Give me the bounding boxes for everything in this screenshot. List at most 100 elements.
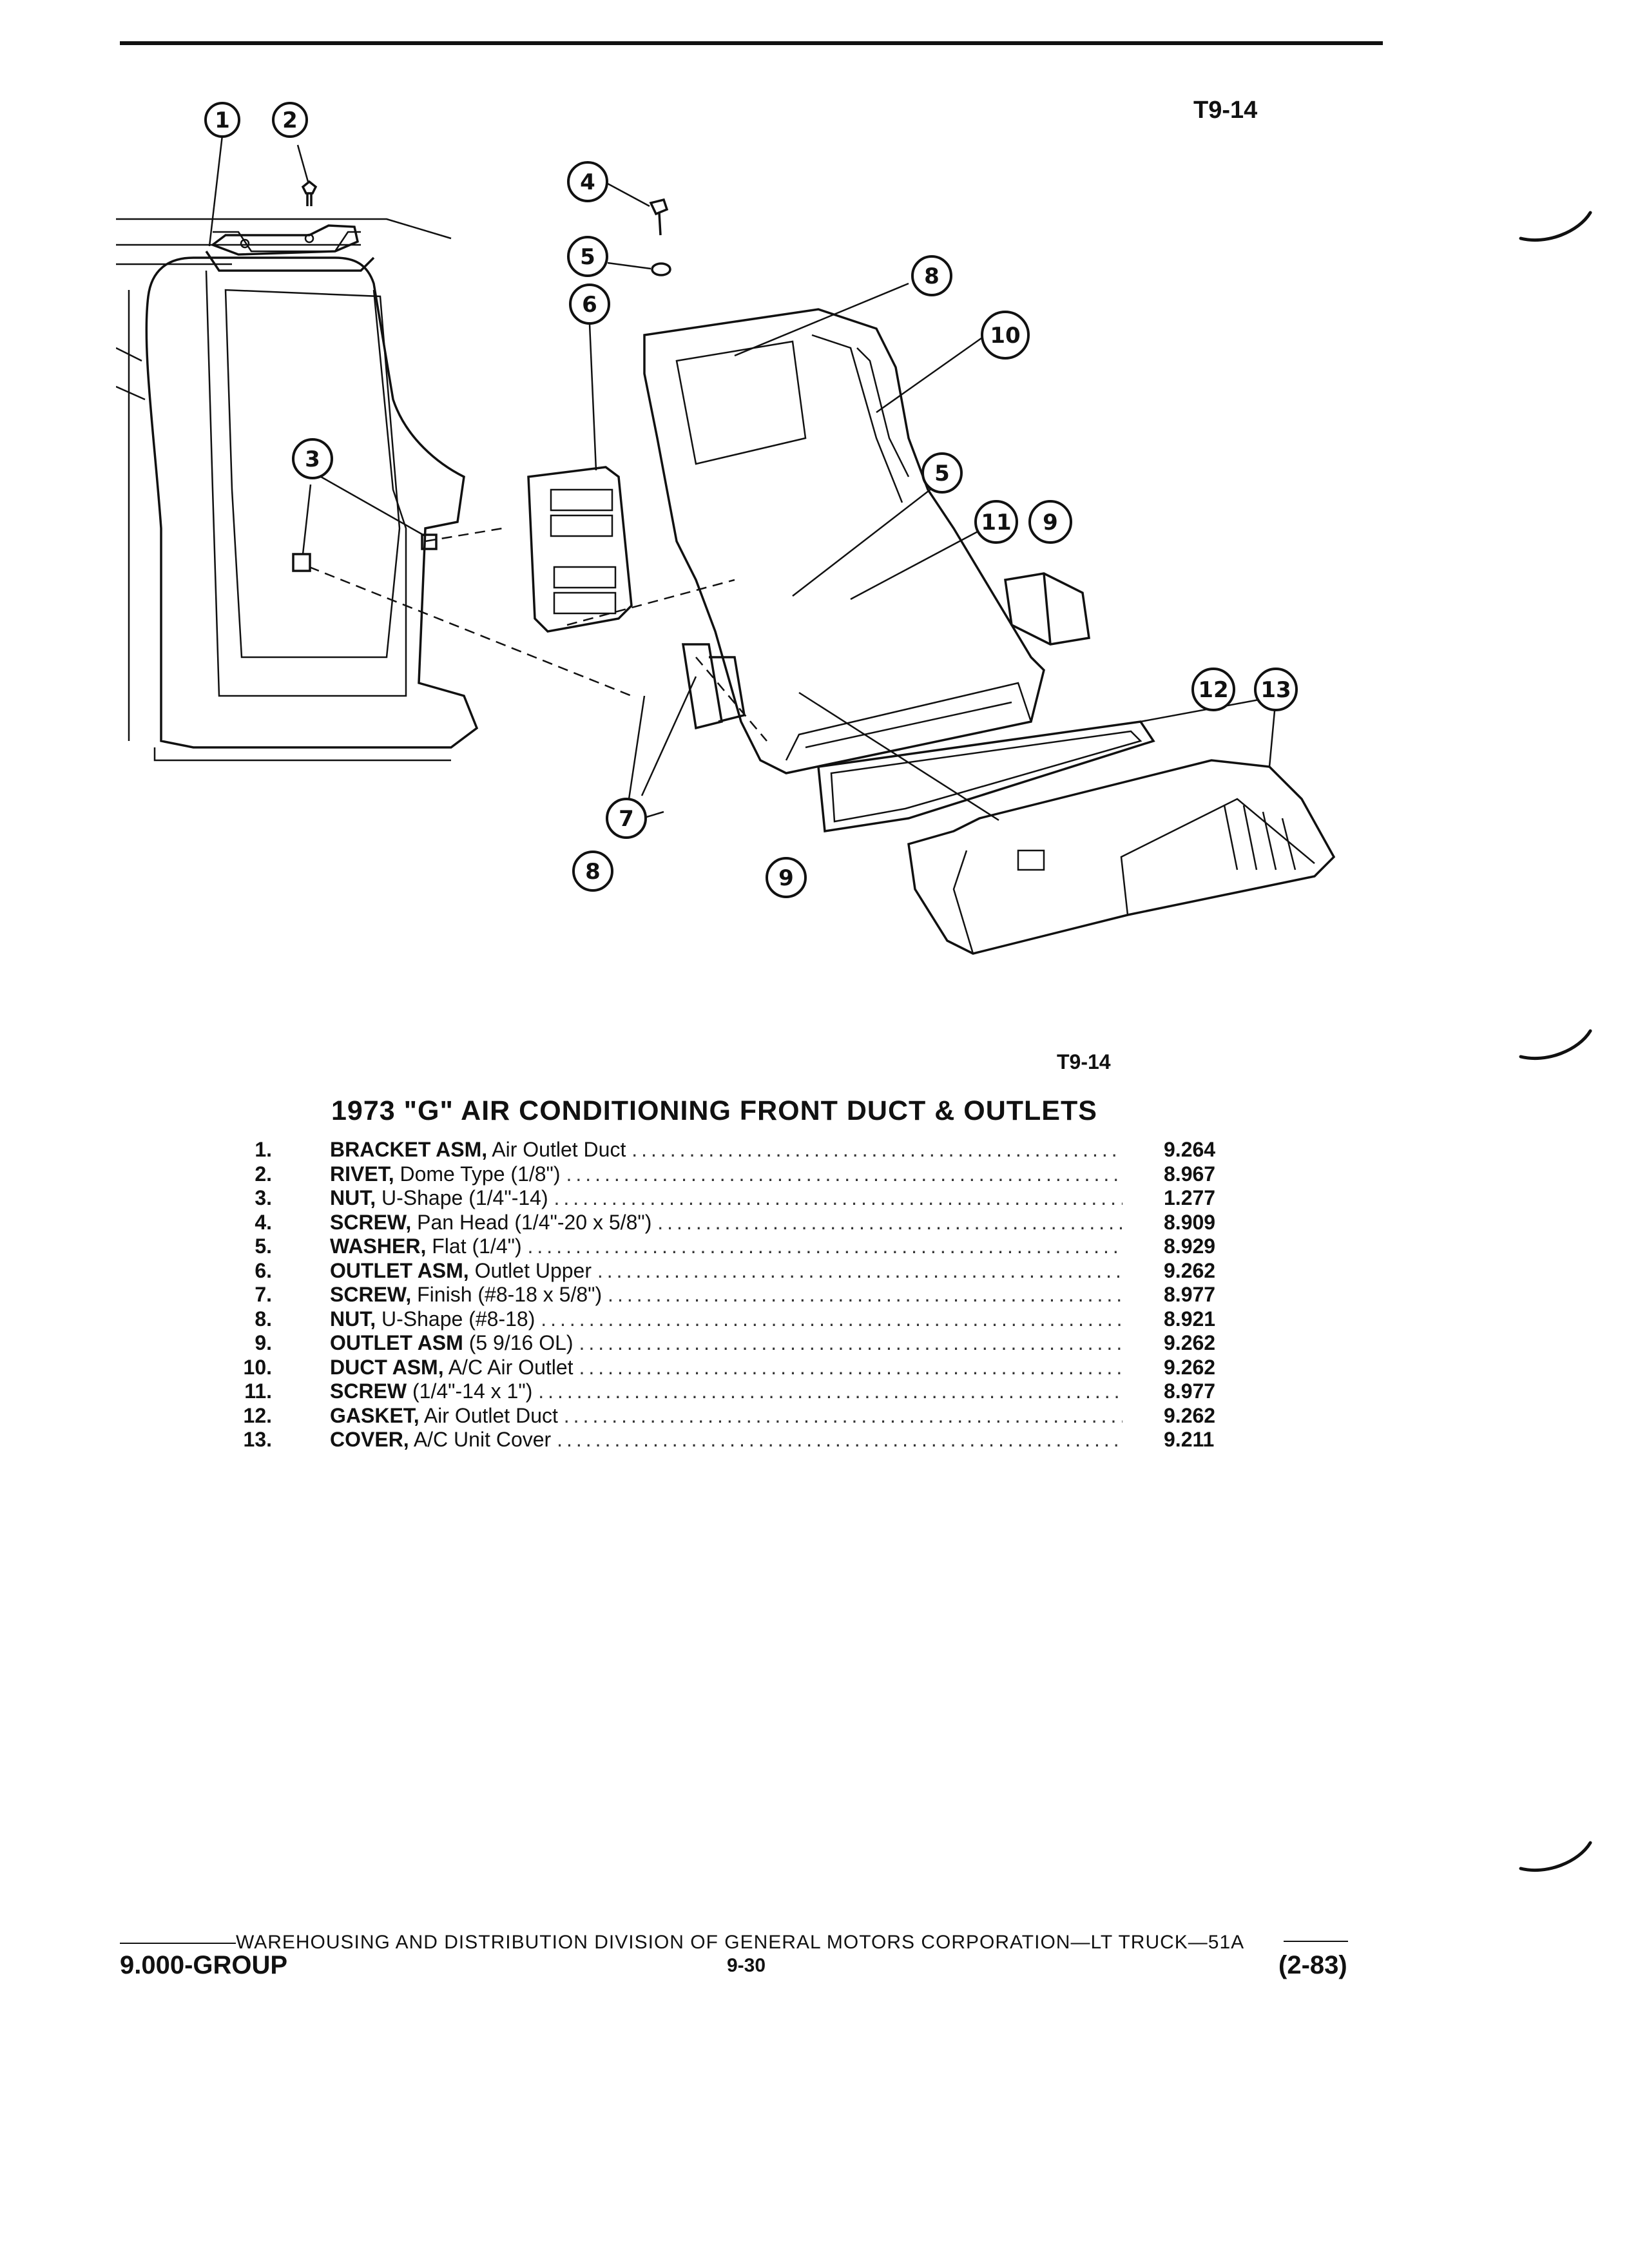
svg-text:3: 3: [305, 447, 320, 472]
svg-text:8: 8: [924, 264, 940, 289]
engine-housing-drawing: [116, 218, 479, 762]
svg-text:9: 9: [778, 865, 794, 891]
part-name: NUT,: [330, 1307, 376, 1331]
callout-6: 6: [569, 284, 610, 325]
callout-13: 13: [1254, 668, 1298, 711]
callout-2: 2: [272, 102, 308, 138]
part-number: 6.: [255, 1258, 272, 1282]
part-group-code: 9.264: [1164, 1138, 1216, 1161]
part-description: COVER, A/C Unit Cover ..................…: [330, 1428, 1123, 1452]
part-group-code: 8.977: [1164, 1379, 1216, 1403]
part-name: BRACKET ASM,: [330, 1138, 488, 1161]
dot-leader: ........................................…: [566, 1162, 1123, 1186]
part-number: 5.: [255, 1235, 272, 1258]
part-name: DUCT ASM,: [330, 1355, 444, 1379]
dot-leader: ........................................…: [557, 1428, 1123, 1451]
part-group-code: 9.262: [1164, 1355, 1216, 1379]
parts-list-title: 1973 "G" AIR CONDITIONING FRONT DUCT & O…: [331, 1095, 1097, 1126]
part-description: NUT, U-Shape (1/4"-14) .................…: [330, 1186, 1123, 1211]
callout-12: 12: [1191, 668, 1235, 711]
part-row: 5.WASHER, Flat (1/4") ..................…: [219, 1235, 1250, 1259]
svg-text:2: 2: [282, 108, 298, 133]
part-name: RIVET,: [330, 1162, 394, 1186]
dot-leader: ........................................…: [657, 1210, 1123, 1234]
margin-marks: [1519, 211, 1592, 1872]
dot-leader: ........................................…: [541, 1307, 1123, 1331]
part-description: RIVET, Dome Type (1/8") ................…: [330, 1162, 1123, 1187]
dot-leader: ........................................…: [597, 1258, 1123, 1282]
outlet-upper-drawing: [527, 466, 633, 633]
callout-1: 1: [204, 102, 240, 138]
part-number: 11.: [244, 1379, 272, 1403]
part-name: OUTLET ASM: [330, 1331, 463, 1354]
dot-leader: ........................................…: [538, 1379, 1123, 1403]
part-group-code: 8.977: [1164, 1283, 1216, 1306]
footer-revision: (2-83): [1278, 1951, 1347, 1979]
leader-lines: [208, 135, 1277, 828]
callout-8a: 8: [911, 255, 952, 296]
part-group-code: 8.921: [1164, 1307, 1216, 1331]
part-detail: Air Outlet Duct: [492, 1138, 626, 1161]
callout-9a: 9: [1028, 500, 1072, 544]
footer-rule: [120, 1943, 236, 1945]
part-group-code: 1.277: [1164, 1186, 1216, 1209]
part-detail: Outlet Upper: [474, 1258, 592, 1282]
figure-id-bottom: T9-14: [1057, 1050, 1111, 1073]
part-detail: Flat (1/4"): [432, 1235, 522, 1258]
part-name: SCREW,: [330, 1283, 412, 1306]
svg-text:10: 10: [990, 323, 1020, 349]
part-row: 1.BRACKET ASM, Air Outlet Duct .........…: [219, 1138, 1250, 1162]
svg-text:8: 8: [585, 859, 601, 885]
part-row: 12.GASKET, Air Outlet Duct .............…: [219, 1404, 1250, 1428]
part-description: OUTLET ASM (5 9/16 OL) .................…: [330, 1331, 1123, 1356]
rivet-drawing: [301, 180, 318, 206]
part-row: 4.SCREW, Pan Head (1/4"-20 x 5/8") .....…: [219, 1211, 1250, 1235]
callout-4: 4: [567, 161, 608, 202]
part-name: WASHER,: [330, 1235, 427, 1258]
svg-text:1: 1: [215, 108, 230, 133]
dot-leader: ........................................…: [554, 1186, 1123, 1209]
footer-page-number: 9-30: [727, 1955, 766, 1976]
callout-11: 11: [974, 500, 1018, 544]
part-name: NUT,: [330, 1186, 376, 1209]
callout-8b: 8: [572, 850, 613, 892]
footer-rule-right: [1284, 1941, 1348, 1942]
part-row: 9.OUTLET ASM (5 9/16 OL) ...............…: [219, 1331, 1250, 1356]
part-description: SCREW (1/4"-14 x 1") ...................…: [330, 1379, 1123, 1404]
part-description: SCREW, Finish (#8-18 x 5/8") ...........…: [330, 1283, 1123, 1307]
svg-text:5: 5: [580, 244, 595, 270]
footer-group: 9.000-GROUP: [120, 1951, 288, 1979]
footer-division: WAREHOUSING AND DISTRIBUTION DIVISION OF…: [120, 1932, 1244, 1954]
part-detail: Dome Type (1/8"): [400, 1162, 561, 1186]
part-group-code: 8.909: [1164, 1210, 1216, 1234]
cover-drawing: [907, 759, 1336, 955]
part-number: 8.: [255, 1307, 272, 1331]
part-description: NUT, U-Shape (#8-18) ...................…: [330, 1307, 1123, 1332]
part-number: 7.: [255, 1283, 272, 1306]
svg-text:6: 6: [582, 292, 597, 318]
part-name: SCREW: [330, 1379, 407, 1403]
callout-10: 10: [981, 311, 1030, 360]
footer-division-text: WAREHOUSING AND DISTRIBUTION DIVISION OF…: [236, 1932, 1245, 1953]
bracket-drawing: [210, 224, 360, 256]
screw-washer-drawing: [649, 198, 671, 276]
part-group-code: 9.262: [1164, 1258, 1216, 1282]
part-group-code: 9.262: [1164, 1331, 1216, 1354]
part-detail: Air Outlet Duct: [423, 1403, 558, 1427]
part-row: 11. SCREW (1/4"-14 x 1") ................…: [219, 1379, 1250, 1404]
part-name: OUTLET ASM,: [330, 1258, 469, 1282]
outlet-lower-drawing: [681, 572, 1090, 730]
part-row: 7. SCREW, Finish (#8-18 x 5/8") .........…: [219, 1283, 1250, 1307]
callout-3: 3: [292, 438, 333, 479]
svg-text:7: 7: [619, 806, 634, 832]
part-number: 10.: [243, 1355, 272, 1379]
exploded-parts-diagram: 1 2 3 4 5 6 8 10 5 11 9 12 13 7 8 9: [116, 102, 1336, 955]
callout-5b: 5: [921, 452, 963, 494]
dot-leader: ........................................…: [579, 1331, 1123, 1354]
svg-text:12: 12: [1198, 677, 1228, 703]
part-detail: U-Shape (#8-18): [381, 1307, 535, 1331]
figure-id-top: T9-14: [1193, 97, 1258, 124]
part-row: 13.COVER, A/C Unit Cover ...............…: [219, 1428, 1250, 1452]
part-detail: (1/4"-14 x 1"): [412, 1379, 533, 1403]
part-group-code: 8.967: [1164, 1162, 1216, 1186]
